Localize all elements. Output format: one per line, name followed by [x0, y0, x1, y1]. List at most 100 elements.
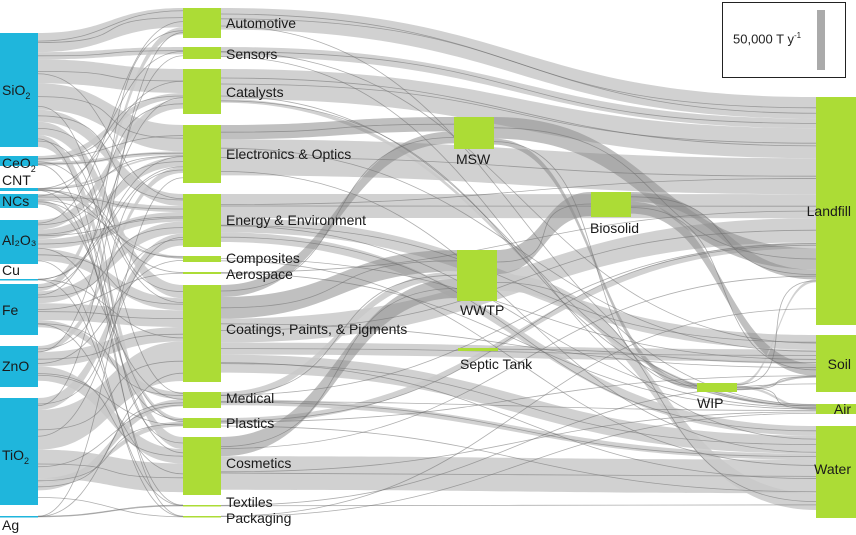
trace-line-21	[37, 272, 184, 310]
flow-centerline-medical-to-wwtp	[220, 274, 458, 396]
trace-line-19	[37, 279, 184, 506]
trace-line-46	[220, 272, 817, 410]
flow-centerline-wwtp-to-biosolid	[496, 203, 592, 263]
node-sensors	[183, 47, 221, 59]
node-sio2	[0, 33, 38, 147]
flow-centerline-wip-to-soil	[736, 376, 817, 390]
flow-centerline-sensors-to-landfill	[220, 51, 817, 124]
node-al2o3	[0, 220, 38, 264]
flow-centerline-fe-to-automotive	[37, 30, 184, 288]
trace-line-37	[220, 77, 817, 147]
node-label-wip: WIP	[697, 395, 723, 411]
trace-line-57	[220, 308, 817, 517]
node-electronics	[183, 125, 221, 183]
node-label-ceo2: CeO2	[2, 155, 36, 174]
flow-centerline-ceo2-to-catalysts	[37, 95, 184, 160]
node-label-air: Air	[834, 401, 851, 417]
trace-line-14	[37, 217, 184, 237]
node-label-automotive: Automotive	[226, 15, 296, 31]
trace-line-8	[37, 189, 184, 273]
flow-centerline-sio2-to-catalysts	[37, 71, 184, 82]
flow-centerline-electronics-to-msw	[220, 123, 455, 133]
flow-line-cu-to-electronics	[37, 166, 184, 280]
trace-line-2	[37, 105, 184, 394]
node-catalysts	[183, 69, 221, 114]
node-label-landfill: Landfill	[807, 203, 851, 219]
scale-legend-bar	[817, 10, 825, 70]
trace-line-54	[220, 411, 817, 473]
trace-line-35	[220, 51, 817, 344]
node-ceo2	[0, 156, 38, 166]
trace-line-7	[37, 80, 184, 190]
trace-line-15	[37, 247, 184, 400]
node-label-sensors: Sensors	[226, 46, 277, 62]
node-ncs	[0, 194, 38, 208]
trace-line-45	[220, 210, 817, 273]
trace-line-25	[37, 374, 184, 426]
trace-line-11	[37, 199, 184, 259]
flow-centerline-msw-to-landfill	[493, 127, 817, 260]
node-coatings	[183, 285, 221, 382]
flow-centerline-coatings-to-water	[220, 363, 817, 445]
scale-legend: 50,000 T y-1	[722, 2, 846, 78]
trace-line-18	[37, 279, 184, 339]
node-energy	[183, 194, 221, 247]
node-fe	[0, 284, 38, 335]
node-air	[816, 404, 856, 414]
node-label-composites: Composites	[226, 250, 300, 266]
flow-centerline-tio2-to-coatings	[37, 360, 184, 431]
node-ag	[0, 516, 38, 518]
trace-line-52	[220, 425, 817, 493]
node-label-septic: Septic Tank	[460, 356, 533, 372]
flow-centerline-coatings-to-msw	[220, 137, 455, 292]
flow-centerline-al2o3-to-energy	[37, 216, 184, 245]
flow-centerline-coatings-to-soil	[220, 348, 817, 356]
flow-centerline-medical-to-water	[220, 401, 817, 457]
node-septic	[458, 348, 498, 351]
node-label-energy: Energy & Environment	[226, 212, 366, 228]
node-automotive	[183, 8, 221, 38]
node-label-textiles: Textiles	[226, 494, 273, 510]
trace-line-34	[220, 25, 817, 406]
node-label-fe: Fe	[2, 302, 19, 318]
trace-line-36	[220, 56, 817, 440]
node-cu	[0, 279, 38, 281]
flow-centerline-coatings-to-wwtp	[220, 260, 458, 309]
trace-line-20	[37, 97, 184, 296]
flow-centerline-al2o3-to-electronics	[37, 161, 184, 235]
node-tio2	[0, 398, 38, 505]
scale-legend-label: 50,000 T y-1	[733, 31, 802, 47]
node-label-electronics: Electronics & Optics	[226, 146, 351, 162]
nodes-layer	[0, 8, 856, 518]
trace-line-24	[37, 259, 184, 364]
flow-centerline-plastics-to-landfill	[220, 244, 817, 422]
flow-centerline-catalysts-to-air	[220, 100, 817, 407]
trace-line-29	[37, 496, 184, 518]
trace-line-28	[37, 404, 184, 468]
flow-centerline-biosolid-to-soil	[630, 207, 817, 371]
trace-line-5	[37, 161, 184, 304]
thin-flows-layer	[37, 10, 817, 518]
trace-line-58	[220, 412, 817, 517]
trace-line-40	[220, 171, 817, 453]
flow-centerline-al2o3-to-coatings	[37, 254, 184, 305]
node-label-cnt: CNT	[2, 172, 31, 188]
trace-line-50	[220, 401, 817, 411]
node-label-msw: MSW	[456, 151, 491, 167]
node-msw	[454, 117, 494, 149]
trace-line-9	[37, 189, 184, 454]
trace-line-32	[37, 505, 184, 518]
flow-centerline-tio2-to-cosmetics	[37, 463, 184, 479]
trace-line-31	[37, 372, 184, 517]
flow-centerline-tio2-to-plastics	[37, 423, 184, 482]
node-label-sio2: SiO2	[2, 82, 30, 101]
node-label-soil: Soil	[828, 356, 851, 372]
trace-line-10	[37, 50, 184, 197]
node-wip	[697, 383, 737, 392]
trace-line-12	[37, 203, 184, 423]
trace-line-51	[220, 375, 817, 423]
flow-centerline-al2o3-to-catalysts	[37, 103, 184, 226]
flow-centerline-zno-to-cosmetics	[37, 373, 184, 457]
flow-centerline-wip-to-landfill	[736, 280, 817, 385]
trace-line-22	[37, 323, 184, 475]
